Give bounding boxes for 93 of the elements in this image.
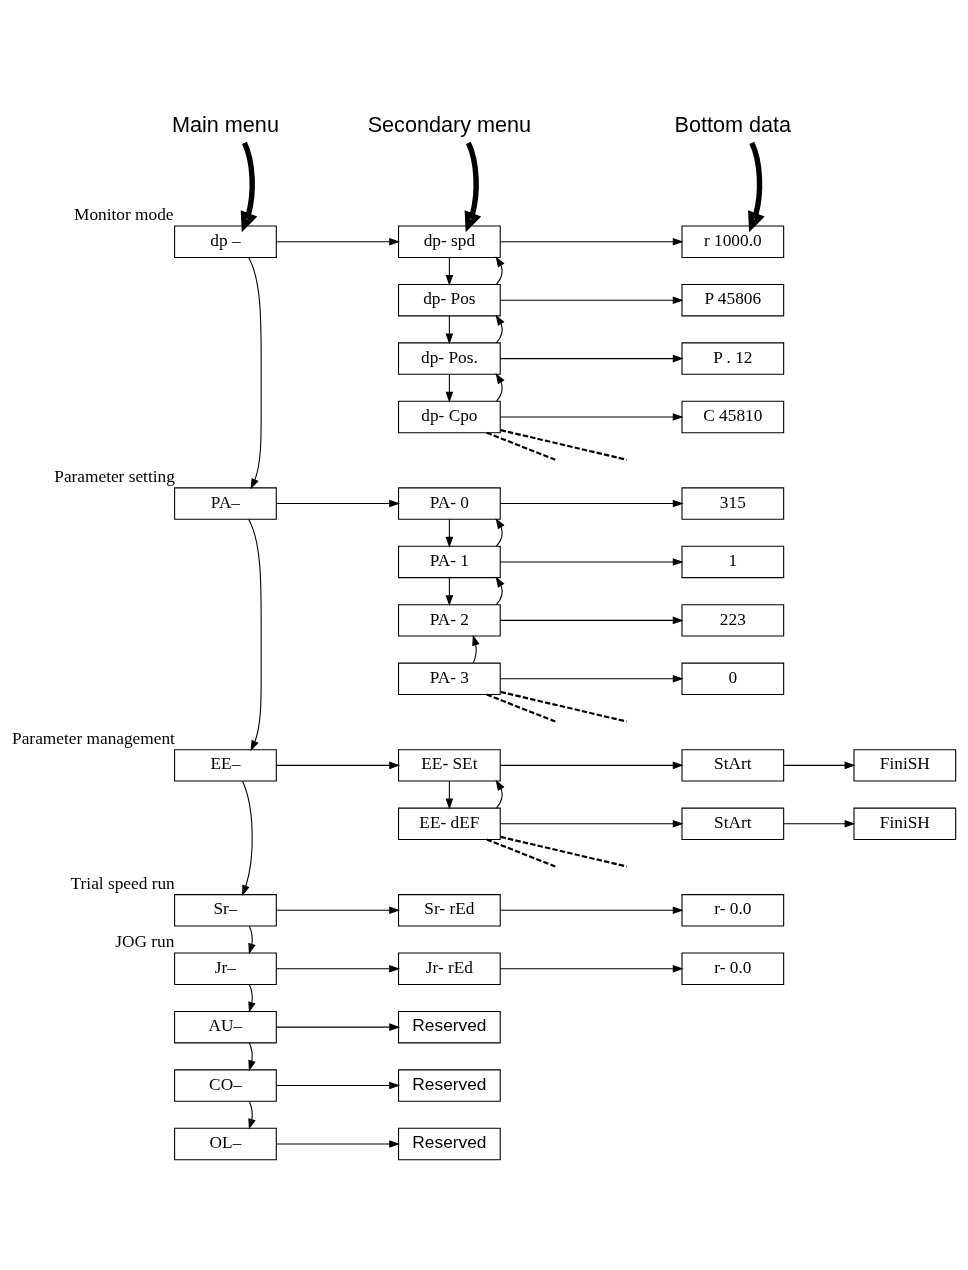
arrow <box>276 499 401 508</box>
arrow <box>499 499 684 508</box>
node-label: Parameter management <box>12 729 175 749</box>
arrow <box>499 820 684 828</box>
node-box: Sr– <box>174 894 277 927</box>
arrow <box>464 141 482 233</box>
node-label: Monitor mode <box>74 205 174 225</box>
arrow <box>248 1100 256 1130</box>
node-box: r- 0.0 <box>681 894 785 927</box>
node-box: StArt <box>681 749 785 782</box>
arrow <box>495 779 505 809</box>
arrow <box>248 984 256 1013</box>
arrow <box>495 518 505 547</box>
arrow <box>748 141 765 233</box>
node-box: PA- 3 <box>398 662 501 696</box>
arrow <box>248 1042 256 1072</box>
arrow <box>495 256 505 285</box>
node-box: dp- spd <box>398 225 501 258</box>
node-box: Reserved <box>398 1069 501 1102</box>
arrow <box>240 141 258 233</box>
arrow <box>783 820 856 828</box>
node-box: Reserved <box>398 1010 501 1044</box>
arrow <box>276 237 401 246</box>
arrow <box>242 780 253 896</box>
node-box: P . 12 <box>681 342 785 375</box>
arrow <box>783 761 856 770</box>
node-box: EE- SEt <box>398 749 501 782</box>
node-label: Parameter setting <box>54 467 175 487</box>
arrow <box>445 373 454 403</box>
node-box: Sr- rEd <box>398 894 501 927</box>
connector <box>486 431 556 461</box>
node-box: Jr- rEd <box>398 952 501 985</box>
connector <box>486 838 556 868</box>
node-text: Secondary menu <box>367 111 532 137</box>
node-box: 315 <box>681 487 785 520</box>
arrow <box>499 675 684 683</box>
connector <box>486 693 556 723</box>
node-text: Bottom data <box>674 111 792 137</box>
node-text: Main menu <box>171 111 279 137</box>
node-box: EE– <box>174 749 277 782</box>
arrow <box>276 1023 401 1031</box>
node-box: AU– <box>174 1010 277 1044</box>
arrow <box>445 780 454 810</box>
node-box: CO– <box>174 1069 277 1102</box>
arrow <box>499 296 684 304</box>
node-box: dp- Cpo <box>398 400 501 434</box>
arrow <box>499 558 684 566</box>
node-box: EE- dEF <box>398 807 501 840</box>
arrow <box>495 373 505 402</box>
arrow <box>499 354 684 363</box>
arrow <box>276 1081 401 1090</box>
node-label: JOG run <box>115 932 175 952</box>
arrow <box>499 906 684 915</box>
node-box: Reserved <box>398 1127 501 1161</box>
node-box: P 45806 <box>681 283 785 317</box>
node-box: r- 0.0 <box>681 952 785 985</box>
node-box: PA- 0 <box>398 487 501 520</box>
node-box: r 1000.0 <box>681 225 785 258</box>
arrow <box>499 761 684 770</box>
node-box: FiniSH <box>853 807 957 840</box>
arrow <box>248 518 262 752</box>
node-box: PA- 1 <box>398 545 501 579</box>
node-box: FiniSH <box>853 749 957 782</box>
arrow <box>276 1140 401 1148</box>
arrow <box>499 237 684 246</box>
arrow <box>499 964 684 973</box>
arrow <box>276 761 401 770</box>
connector <box>500 690 627 723</box>
node-box: 1 <box>681 545 785 579</box>
node-box: PA– <box>174 487 277 520</box>
arrow <box>276 906 401 915</box>
node-box: C 45810 <box>681 400 785 434</box>
node-box: 0 <box>681 662 785 696</box>
arrow <box>276 964 401 973</box>
arrow <box>499 413 684 421</box>
node-box: dp- Pos. <box>398 342 501 375</box>
arrow <box>248 925 256 955</box>
arrow <box>248 257 262 490</box>
arrow <box>472 634 480 664</box>
node-label: Trial speed run <box>70 874 175 894</box>
node-box: Jr– <box>174 952 277 985</box>
connector <box>500 429 627 461</box>
node-box: PA- 2 <box>398 604 501 637</box>
connector <box>500 835 627 868</box>
node-box: OL– <box>174 1127 277 1161</box>
node-box: dp- Pos <box>398 283 501 317</box>
arrow <box>445 518 454 548</box>
node-box: StArt <box>681 807 785 840</box>
node-box: dp – <box>174 225 277 258</box>
node-box: 223 <box>681 604 785 637</box>
arrow <box>495 314 505 344</box>
arrow <box>499 616 684 625</box>
arrow <box>495 576 505 605</box>
